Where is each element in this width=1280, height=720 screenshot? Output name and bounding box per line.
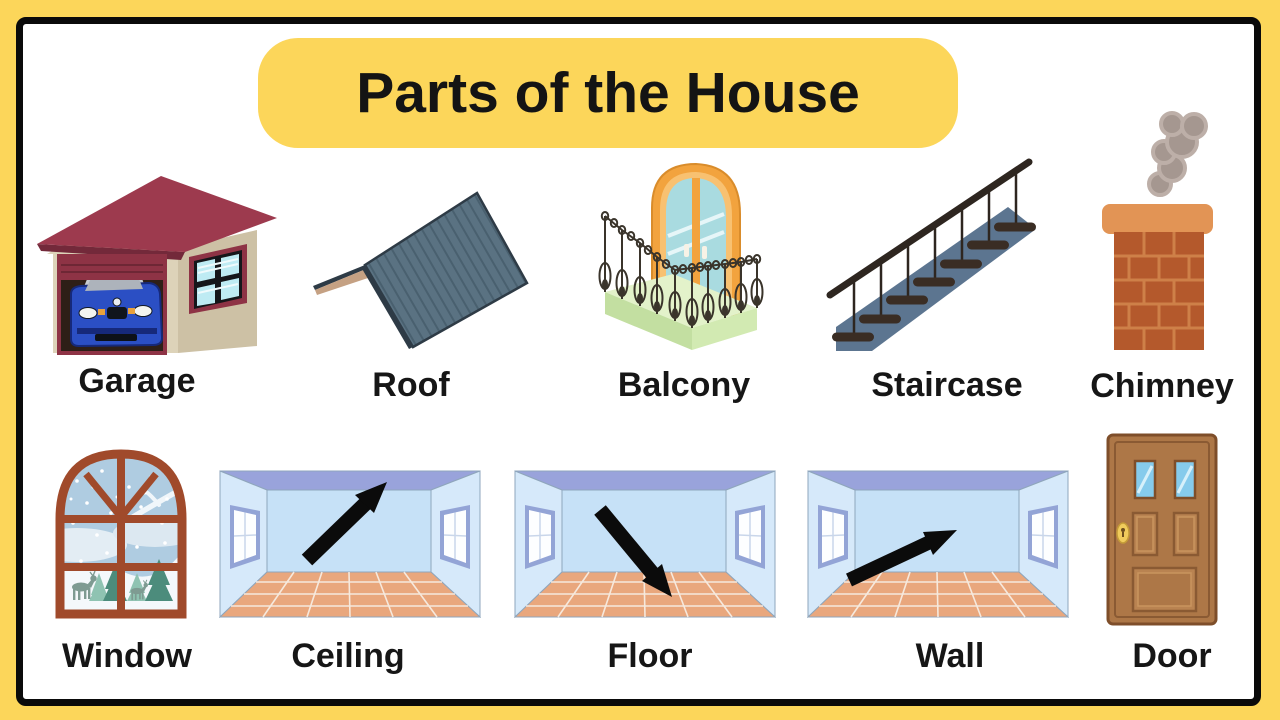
wall-label: Wall <box>915 637 985 675</box>
floor-arrow-icon <box>594 505 672 597</box>
window-icon <box>55 449 187 619</box>
window-label: Window <box>62 637 192 675</box>
balcony-icon <box>598 162 764 350</box>
garage-label: Garage <box>78 362 196 400</box>
roof-icon <box>313 191 529 349</box>
staircase-label: Staircase <box>871 366 1023 404</box>
balcony-label: Balcony <box>617 366 751 404</box>
ceiling-arrow-icon <box>301 482 387 566</box>
room-ceiling-arrow-icon <box>219 470 481 618</box>
wall-arrow-icon <box>846 530 957 587</box>
room-floor-arrow-icon <box>514 470 776 618</box>
chimney-icon <box>1102 111 1213 350</box>
roof-label: Roof <box>372 366 450 404</box>
chimney-label: Chimney <box>1090 367 1234 405</box>
title-banner: Parts of the House <box>258 38 958 148</box>
page-title: Parts of the House <box>356 61 860 125</box>
room-wall-arrow-icon <box>807 470 1069 618</box>
garage-icon <box>37 176 277 355</box>
railing-icon <box>598 211 764 328</box>
doorknob-icon <box>1116 522 1130 544</box>
door-label: Door <box>1132 637 1212 675</box>
ceiling-label: Ceiling <box>291 637 405 675</box>
floor-label: Floor <box>607 637 693 675</box>
smoke-icon <box>1147 111 1208 197</box>
door-icon <box>1106 433 1218 626</box>
staircase-icon <box>826 158 1036 351</box>
